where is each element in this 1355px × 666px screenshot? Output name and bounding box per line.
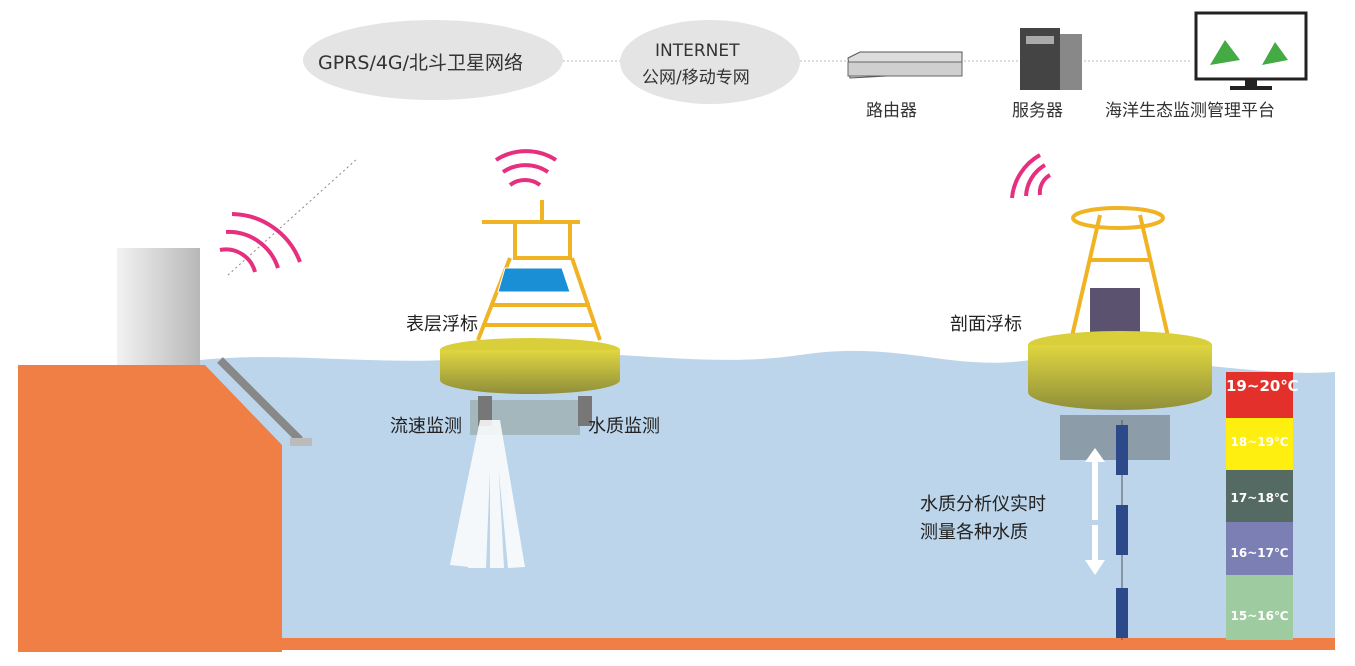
flow-label: 流速监测 xyxy=(390,416,462,437)
temp-band-label: 16~17℃ xyxy=(1230,546,1289,560)
shore-station-cabinet xyxy=(117,248,200,365)
gprs-label: GPRS/4G/北斗卫星网络 xyxy=(318,52,524,74)
server-label: 服务器 xyxy=(1012,101,1063,121)
surface-buoy xyxy=(440,200,620,568)
temperature-profile-bar xyxy=(1226,372,1293,640)
surface-buoy-label: 表层浮标 xyxy=(406,314,478,335)
temp-band-label: 19~20℃ xyxy=(1226,377,1299,395)
shore xyxy=(18,365,282,652)
profile-buoy xyxy=(1028,206,1212,640)
analyzer-label-2: 测量各种水质 xyxy=(920,522,1028,543)
water-quality-label: 水质监测 xyxy=(588,416,660,437)
gprs-cloud xyxy=(303,20,563,100)
temp-band-label: 15~16℃ xyxy=(1230,609,1289,623)
internet-cloud xyxy=(620,20,800,104)
router-icon xyxy=(847,51,963,79)
sea-floor xyxy=(282,638,1335,650)
signal-icon xyxy=(219,149,1052,273)
server-icon xyxy=(1020,28,1082,90)
router-label: 路由器 xyxy=(866,101,917,121)
platform-label: 海洋生态监测管理平台 xyxy=(1105,101,1275,121)
monitor-icon xyxy=(1194,11,1308,90)
internet-sublabel: 公网/移动专网 xyxy=(642,68,750,88)
temp-band-label: 18~19℃ xyxy=(1230,435,1289,449)
profile-buoy-label: 剖面浮标 xyxy=(950,314,1022,335)
analyzer-label-1: 水质分析仪实时 xyxy=(920,494,1046,515)
internet-label: INTERNET xyxy=(655,41,740,61)
temp-band-label: 17~18℃ xyxy=(1230,491,1289,505)
